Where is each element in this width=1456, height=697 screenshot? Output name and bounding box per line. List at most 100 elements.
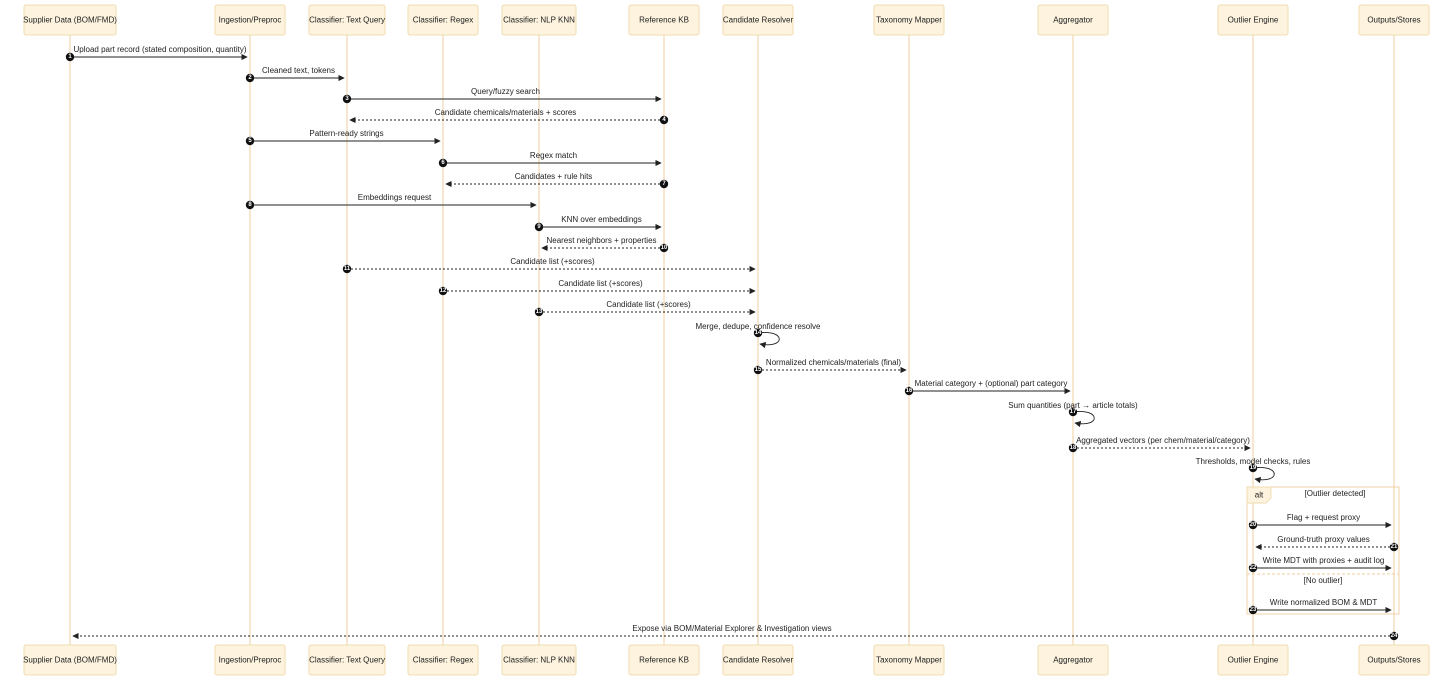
participant-box [23,4,117,36]
sequence-number-badge [1248,463,1258,473]
message-label: Write normalized BOM & MDT [1270,598,1378,607]
participant-outlier-engine-top: Outlier Engine [1217,4,1289,36]
participant-classifier-text-query-top: Classifier: Text Query [308,4,386,36]
message-label: Cleaned text, tokens [262,66,335,75]
message-10: Nearest neighbors + properties 10 [541,236,669,253]
sequence-number-badge [1389,542,1399,552]
participant-label: Outputs/Stores [1367,656,1420,665]
alt-label: alt [1255,491,1264,500]
participant-box [214,4,286,36]
participant-box [873,644,945,676]
sequence-number: 23 [1250,607,1257,613]
self-message-arrow [757,332,780,349]
sequence-number: 2 [248,75,252,81]
sequence-number: 11 [344,266,351,272]
participant-box [407,644,479,676]
sequence-number: 22 [1250,565,1257,571]
message-label: Aggregated vectors (per chem/material/ca… [1076,436,1250,445]
participant-outlier-engine-bottom: Outlier Engine [1217,644,1289,676]
alt-fragment: alt [Outlier detected] [No outlier] [1246,486,1400,615]
sequence-number-badge [245,73,255,83]
message-label: Nearest neighbors + properties [546,236,656,245]
participant-box [628,644,700,676]
participant-box [1037,644,1109,676]
sequence-number-badge [659,179,669,189]
participant-label: Aggregator [1053,656,1093,665]
sequence-number: 13 [536,309,543,315]
participant-aggregator-bottom: Aggregator [1037,644,1109,676]
participant-label: Reference KB [639,16,689,25]
message-11: Candidate list (+scores)11 [342,257,756,274]
message-12: Candidate list (+scores)12 [438,279,756,296]
self-message-arrow [1252,467,1275,484]
participant-classifier-regex-top: Classifier: Regex [407,4,479,36]
message-label: Normalized chemicals/materials (final) [766,358,901,367]
participant-box [501,4,577,36]
message-label: Material category + (optional) part cate… [915,379,1068,388]
participant-label: Classifier: Text Query [309,656,385,665]
participant-box [1358,4,1430,36]
participant-reference-kb-bottom: Reference KB [628,644,700,676]
participant-label: Reference KB [639,656,689,665]
participant-box [1217,644,1289,676]
participant-box [1358,644,1430,676]
sequence-number: 12 [440,288,447,294]
participant-box [501,644,577,676]
participant-box [722,644,794,676]
message-23: Write normalized BOM & MDT 23 [1248,598,1392,615]
alt-condition-no-outlier: [No outlier] [1304,576,1343,585]
message-label: Candidate list (+scores) [606,300,691,309]
sequence-number: 8 [248,202,252,208]
sequence-number-badge [534,222,544,232]
alt-condition-outlier: [Outlier detected] [1305,489,1366,498]
sequence-number: 15 [755,367,762,373]
sequence-number: 3 [345,96,349,102]
participant-label: Supplier Data (BOM/FMD) [23,16,117,25]
participant-box [873,4,945,36]
participant-label: Classifier: Regex [413,656,473,665]
participant-label: Outputs/Stores [1367,16,1420,25]
participant-box [722,4,794,36]
sequence-number: 17 [1070,409,1077,415]
participant-box [407,4,479,36]
participant-supplier-data-bom-fmd-top: Supplier Data (BOM/FMD) [23,4,117,36]
message-17: Sum quantities (part → article totals)17 [1008,401,1138,428]
sequence-number: 21 [1391,544,1398,550]
participant-box [23,644,117,676]
messages: Upload part record (stated composition, … [65,45,1399,641]
sequence-number: 14 [755,330,762,336]
sequence-number: 18 [1070,445,1077,451]
sequence-number-badge [1248,520,1258,530]
participant-label: Classifier: NLP KNN [503,16,575,25]
sequence-number: 24 [1391,633,1398,639]
message-label: Sum quantities (part → article totals) [1008,401,1138,410]
participant-taxonomy-mapper-bottom: Taxonomy Mapper [873,644,945,676]
sequence-number-badge [1068,443,1078,453]
sequence-number-badge [65,52,75,62]
participant-outputs-stores-top: Outputs/Stores [1358,4,1430,36]
sequence-number-badge [245,200,255,210]
sequence-number: 10 [661,245,668,251]
alt-frame [1246,486,1400,615]
message-15: Normalized chemicals/materials (final) 15 [753,358,907,375]
sequence-number-badge [342,94,352,104]
participant-label: Candidate Resolver [723,656,794,665]
participant-label: Classifier: Text Query [309,16,385,25]
message-label: Pattern-ready strings [309,129,383,138]
participant-ingestion-preproc-bottom: Ingestion/Preproc [214,644,286,676]
message-18: Aggregated vectors (per chem/material/ca… [1068,436,1251,453]
participant-candidate-resolver-bottom: Candidate Resolver [722,644,794,676]
sequence-number: 9 [537,224,541,230]
message-label: Merge, dedupe, confidence resolve [696,322,822,331]
sequence-number-badge [659,243,669,253]
participant-label: Ingestion/Preproc [219,656,282,665]
message-13: Candidate list (+scores) 13 [534,300,756,317]
